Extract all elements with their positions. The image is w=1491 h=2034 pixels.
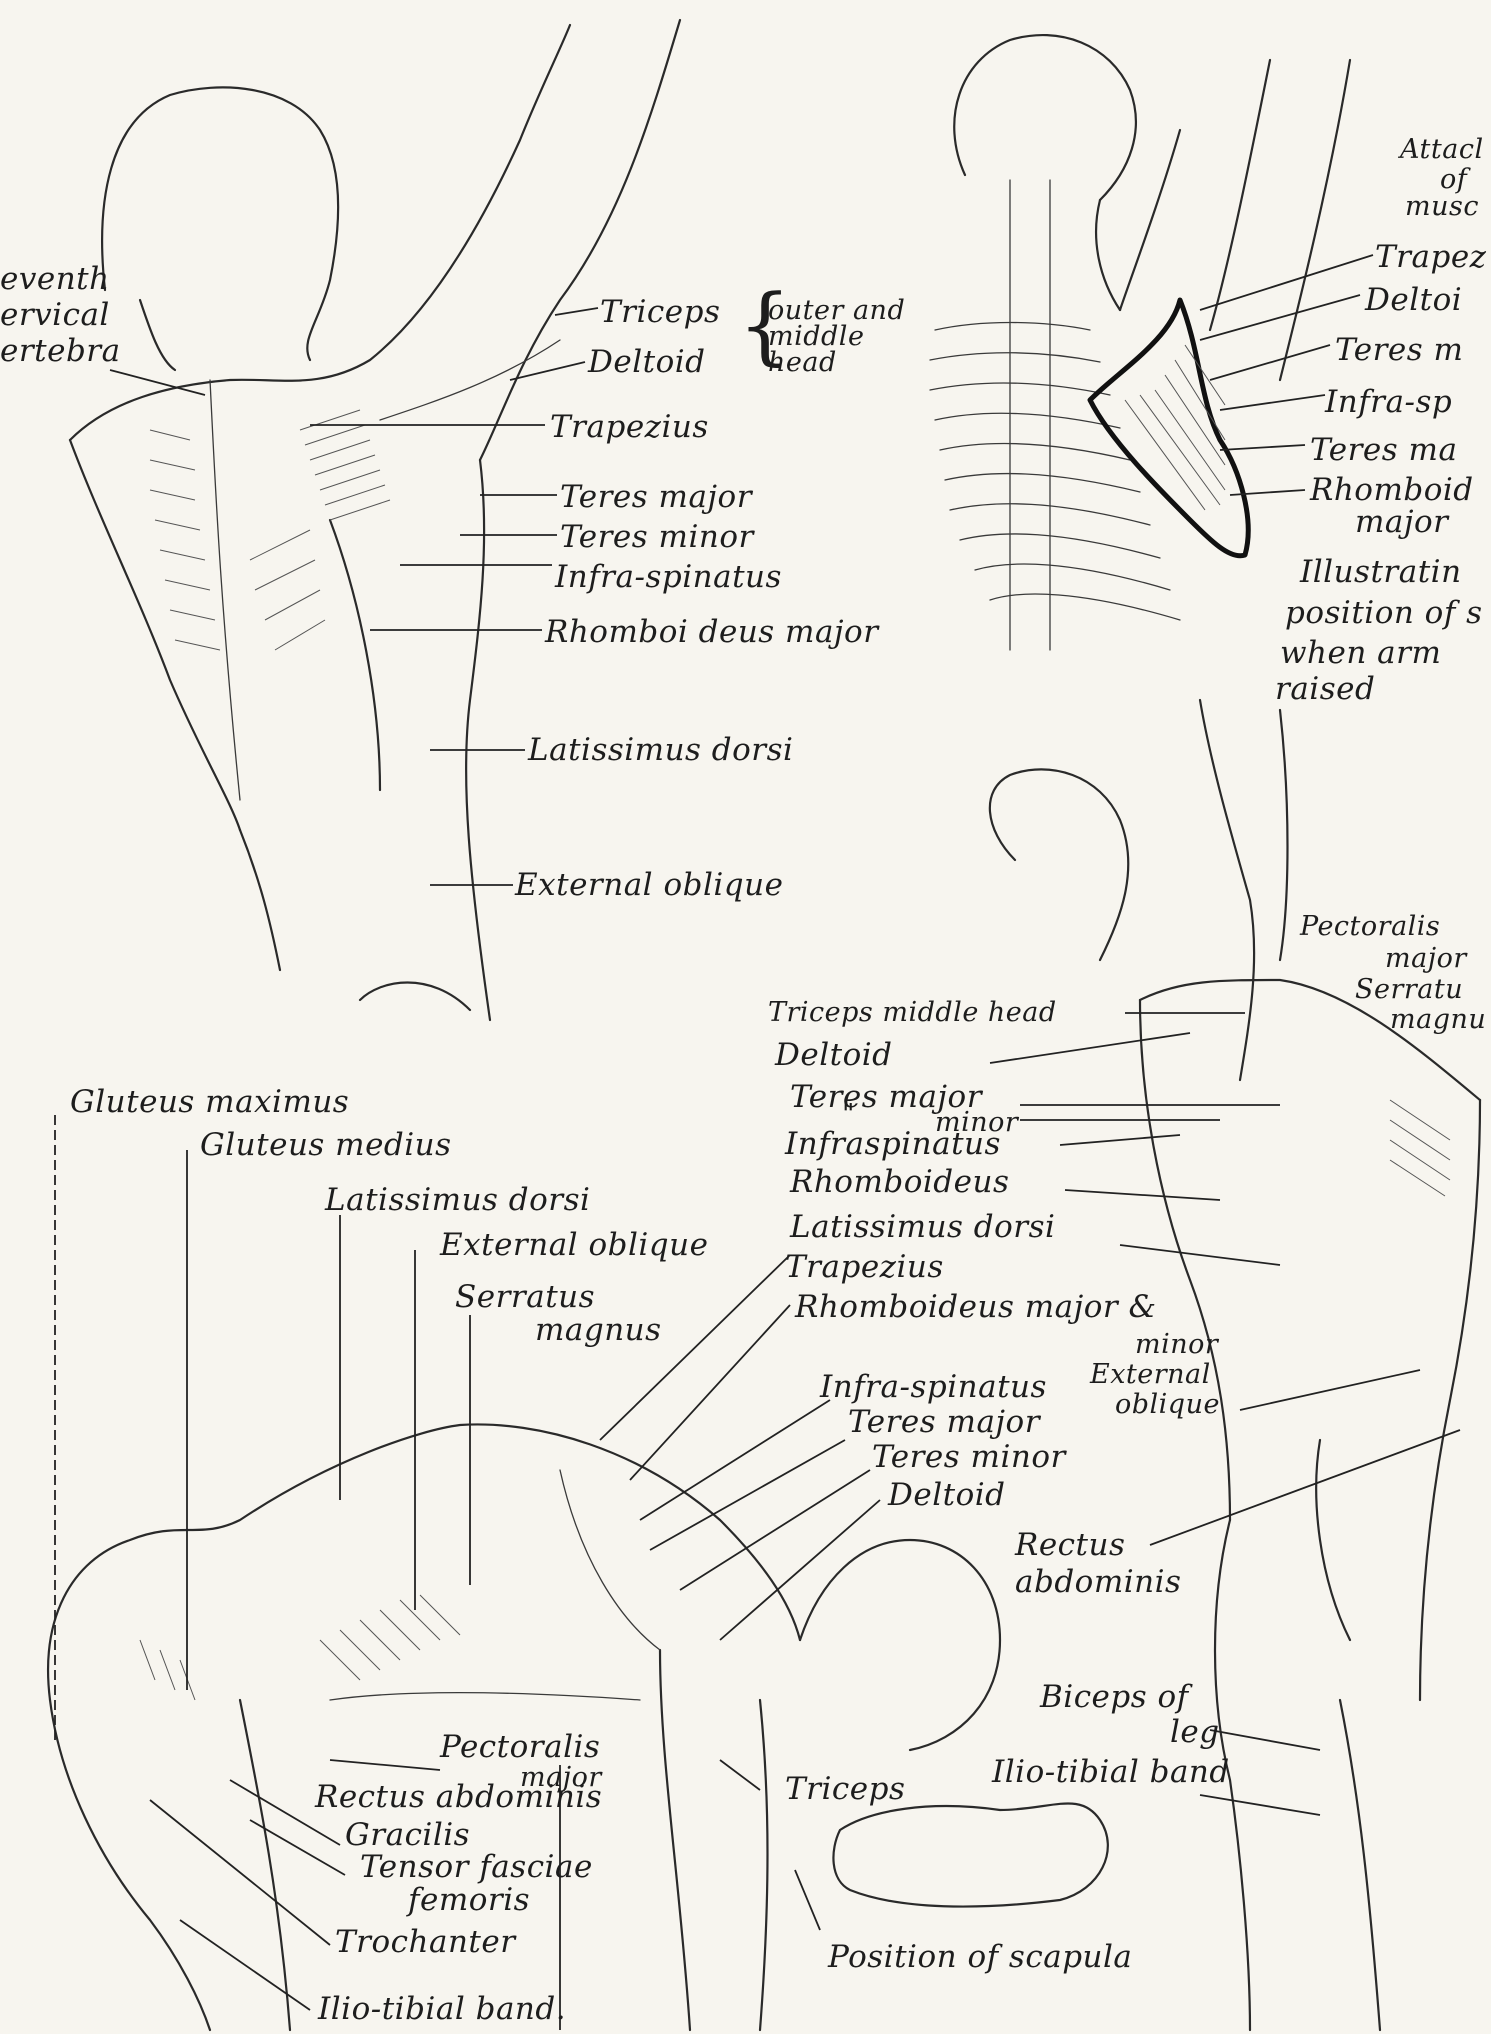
label-serratus-magnus-line-2: magnus — [535, 1313, 662, 1347]
label-biceps-of-leg-line-1: Biceps of — [1040, 1680, 1189, 1714]
label-rectus-abdominis-right-line-1: Rectus — [1015, 1528, 1125, 1562]
label-deltoid-bottom: Deltoid — [888, 1478, 1006, 1512]
label-infra-spinatus-bottom: Infra-spinatus — [820, 1370, 1047, 1404]
label-trapezius-right: Trapezius — [785, 1250, 944, 1284]
skeleton-drawing — [930, 35, 1350, 650]
label-external-oblique-right-line-1: External — [1090, 1360, 1211, 1389]
label-pectoralis-major-right-line-2: major — [1385, 944, 1467, 973]
label-pectoralis-major-right-line-1: Pectoralis — [1300, 912, 1440, 941]
label-deltoid: Deltoid — [588, 345, 706, 379]
label-teres-minor-top-right: Teres m — [1335, 333, 1463, 367]
side-figure-drawing — [990, 700, 1480, 2030]
label-rhomboideus-major-minor-line-1: Rhomboideus major & — [795, 1290, 1157, 1324]
label-triceps: Triceps — [600, 295, 720, 329]
label-external-oblique: External oblique — [515, 868, 783, 902]
label-triceps-bottom: Triceps — [785, 1772, 905, 1806]
label-trochanter: Trochanter — [335, 1925, 516, 1959]
label-infra-spinatus-top-right: Infra-sp — [1325, 385, 1452, 419]
label-teres-major-top-right: Teres ma — [1310, 433, 1457, 467]
label-triceps-note-line-3: head — [768, 348, 837, 377]
label-deltoid-top-right: Deltoi — [1365, 283, 1462, 317]
label-latissimus-dorsi: Latissimus dorsi — [528, 733, 793, 767]
label-serratus-right-line-2: magnu — [1390, 1005, 1486, 1034]
label-pectoralis-major-bottom-line-1: Pectoralis — [440, 1730, 600, 1764]
label-attach-line-2: of — [1440, 165, 1467, 194]
label-ditto-mark: " — [842, 1100, 855, 1129]
label-serratus-magnus-line-1: Serratus — [455, 1280, 595, 1314]
label-ilio-tibial-band-bottom: Ilio-tibial band. — [318, 1992, 566, 2026]
label-rhomboideus-top-right-line-2: major — [1355, 505, 1448, 539]
label-trapezius: Trapezius — [550, 410, 709, 444]
label-seventh-cervical-line-1: eventh — [0, 262, 110, 296]
label-biceps-of-leg-line-2: leg — [1170, 1715, 1220, 1749]
label-seventh-cervical-line-2: ervical — [0, 298, 110, 332]
label-gluteus-maximus: Gluteus maximus — [70, 1085, 349, 1119]
caption-line-4: raised — [1275, 672, 1375, 706]
label-infra-spinatus: Infra-spinatus — [555, 560, 782, 594]
label-rectus-abdominis-bottom: Rectus abdominis — [315, 1780, 602, 1814]
label-external-oblique-right-line-2: oblique — [1115, 1390, 1220, 1419]
label-gracilis: Gracilis — [345, 1818, 470, 1852]
label-attach-line-3: musc — [1405, 192, 1479, 221]
label-deltoid-right: Deltoid — [775, 1038, 893, 1072]
label-triceps-middle-head: Triceps middle head — [768, 998, 1057, 1027]
label-seventh-cervical-line-3: ertebra — [0, 334, 121, 368]
label-teres-minor-bottom: Teres minor — [872, 1440, 1066, 1474]
label-infraspinatus-right: Infraspinatus — [785, 1127, 1001, 1161]
label-latissimus-dorsi-bottom: Latissimus dorsi — [325, 1183, 590, 1217]
caption-line-3: when arm — [1280, 636, 1441, 670]
label-tensor-fasciae-line-2: femoris — [408, 1883, 530, 1917]
label-attach-line-1: Attacl — [1400, 135, 1484, 164]
label-teres-major: Teres major — [560, 480, 752, 514]
label-rectus-abdominis-right-line-2: abdominis — [1015, 1565, 1181, 1599]
label-position-of-scapula: Position of scapula — [828, 1940, 1132, 1974]
label-rhomboideus-major: Rhomboi deus major — [545, 615, 879, 649]
label-teres-major-bottom: Teres major — [848, 1405, 1040, 1439]
label-rhomboideus-top-right-line-1: Rhomboid — [1310, 473, 1474, 507]
label-teres-minor: Teres minor — [560, 520, 754, 554]
label-external-oblique-bottom: External oblique — [440, 1228, 708, 1262]
label-latissimus-dorsi-right: Latissimus dorsi — [790, 1210, 1055, 1244]
label-serratus-right-line-1: Serratu — [1355, 975, 1463, 1004]
label-tensor-fasciae-line-1: Tensor fasciae — [360, 1850, 593, 1884]
label-ilio-tibial-band-right: Ilio-tibial band — [992, 1755, 1230, 1789]
caption-line-1: Illustratin — [1300, 555, 1462, 589]
label-rhomboideus-major-minor-line-2: minor — [1135, 1330, 1218, 1359]
label-trapezius-top-right: Trapez — [1375, 240, 1487, 274]
label-rhomboideus-right: Rhomboideus — [790, 1165, 1009, 1199]
caption-line-2: position of s — [1285, 596, 1483, 630]
label-gluteus-medius: Gluteus medius — [200, 1128, 452, 1162]
